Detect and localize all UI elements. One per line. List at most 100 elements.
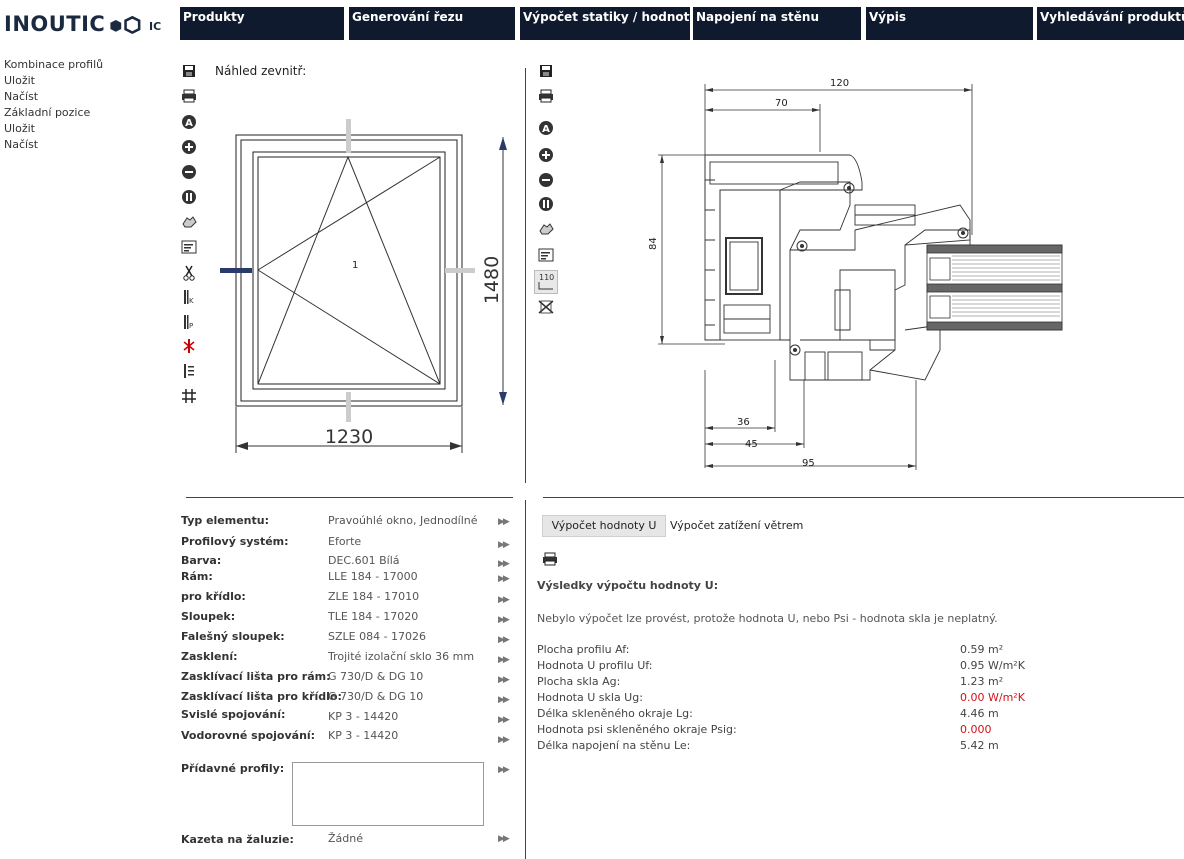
results-message: Nebylo výpočet lze provést, protože hodn… (537, 612, 998, 625)
section-text-edit-icon[interactable] (537, 246, 555, 264)
shutter-label: Kazeta na žaluzie: (181, 833, 294, 846)
result-value-ug: 0.00 W/m²K (960, 691, 1025, 704)
result-label-le: Délka napojení na stěnu Le: (537, 739, 691, 752)
prop-value-ram: LLE 184 - 17000 (328, 570, 418, 583)
svg-text:P: P (189, 322, 193, 330)
section-save-icon[interactable] (537, 62, 555, 80)
nav-vyhledavani-produktu[interactable]: Vyhledávání produktů (1037, 7, 1184, 40)
results-separator (543, 497, 1184, 498)
nav-generovani-rezu[interactable]: Generování řezu (349, 7, 515, 40)
dim-bottom-3: 95 (802, 458, 815, 469)
result-label-af: Plocha profilu Af: (537, 643, 630, 656)
zoom-in-icon[interactable] (180, 138, 198, 156)
prop-value-vodorovne-spojovani: KP 3 - 14420 (328, 729, 399, 742)
prop-value-system: Eforte (328, 535, 362, 548)
profile-section-drawing[interactable]: 120 70 84 36 45 95 (640, 70, 1070, 480)
nav-vypocet-statiky[interactable]: Výpočet statiky / hodnoty U (520, 7, 711, 40)
section-zoom-fit-icon[interactable] (537, 195, 555, 213)
prop-expand-zaskleni-icon[interactable]: ▶▶ (498, 655, 510, 665)
sidebar-item-nacist-1[interactable]: Načíst (4, 90, 39, 103)
prop-value-lista-kridlo: G 730/D & DG 10 (328, 690, 424, 703)
sidebar-item-ulozit-2[interactable]: Uložit (4, 122, 35, 135)
hinge-top-marker (346, 119, 351, 153)
panel-separator-lower (525, 500, 526, 859)
prop-expand-barva-icon[interactable]: ▶▶ (498, 559, 510, 569)
prop-value-zaskleni: Trojité izolační sklo 36 mm (328, 650, 475, 663)
brand-logo-mark-icon: IC (110, 15, 161, 35)
sidebar-item-ulozit-1[interactable]: Uložit (4, 74, 35, 87)
grid-icon[interactable] (180, 387, 198, 405)
cut-icon[interactable] (180, 264, 198, 282)
tab-wind-load[interactable]: Výpočet zatížení větrem (670, 519, 804, 532)
svg-text:A: A (542, 124, 550, 135)
section-zoom-out-icon[interactable] (537, 171, 555, 189)
results-print-icon[interactable] (541, 550, 559, 568)
profile-p-icon[interactable]: P (180, 313, 198, 331)
section-pan-hand-icon[interactable] (537, 220, 555, 238)
prop-expand-ram-icon[interactable]: ▶▶ (498, 574, 510, 584)
nav-napojeni-na-stenu[interactable]: Napojení na stěnu (693, 7, 861, 40)
prop-value-typ: Pravoúhlé okno, Jednodílné (328, 514, 478, 527)
prop-label-zaskleni: Zasklení: (181, 650, 238, 663)
label-a-icon[interactable]: A (180, 113, 198, 131)
prop-expand-lista-kridlo-icon[interactable]: ▶▶ (498, 695, 510, 705)
prop-label-kridlo: pro křídlo: (181, 590, 246, 603)
dim-top-total: 120 (830, 78, 849, 89)
tab-u-value[interactable]: Výpočet hodnoty U (542, 515, 666, 537)
extra-profiles-list[interactable] (292, 762, 484, 826)
zoom-fit-icon[interactable] (180, 188, 198, 206)
shutter-value: Žádné (328, 832, 363, 845)
handle-left-marker (220, 268, 252, 273)
section-print-icon[interactable] (537, 87, 555, 105)
result-value-af: 0.59 m² (960, 643, 1004, 656)
prop-label-ram: Rám: (181, 570, 213, 583)
window-preview[interactable]: 1 1480 1230 (215, 115, 515, 460)
prop-label-barva: Barva: (181, 554, 222, 567)
prop-label-typ: Typ elementu: (181, 514, 270, 527)
extra-profiles-label: Přídavné profily: (181, 762, 285, 775)
preview-label: Náhled zevnitř: (215, 64, 307, 78)
extra-profiles-expand-icon[interactable]: ▶▶ (498, 765, 510, 775)
prop-expand-sloupek-icon[interactable]: ▶▶ (498, 615, 510, 625)
height-dimension: 1480 (481, 256, 503, 304)
sidebar-item-nacist-2[interactable]: Načíst (4, 138, 39, 151)
result-label-lg: Délka skleněného okraje Lg: (537, 707, 693, 720)
prop-label-lista-ram: Zasklívací lišta pro rám: (181, 670, 331, 683)
prop-expand-system-icon[interactable]: ▶▶ (498, 540, 510, 550)
print-icon[interactable] (180, 87, 198, 105)
shutter-expand-icon[interactable]: ▶▶ (498, 834, 510, 844)
section-zoom-in-icon[interactable] (537, 146, 555, 164)
nav-produkty[interactable]: Produkty (180, 7, 344, 40)
dim-left-height: 84 (648, 237, 659, 250)
save-icon[interactable] (180, 62, 198, 80)
text-edit-icon[interactable] (180, 238, 198, 256)
section-measure-icon[interactable]: 110 (534, 270, 558, 294)
profile-k-icon[interactable]: K (180, 288, 198, 306)
prop-expand-falesny-sloupek-icon[interactable]: ▶▶ (498, 635, 510, 645)
zoom-out-icon[interactable] (180, 163, 198, 181)
prop-expand-kridlo-icon[interactable]: ▶▶ (498, 595, 510, 605)
prop-label-falesny-sloupek: Falešný sloupek: (181, 630, 285, 643)
section-label-a-icon[interactable]: A (537, 119, 555, 137)
prop-value-lista-ram: G 730/D & DG 10 (328, 670, 424, 683)
results-title: Výsledky výpočtu hodnoty U: (537, 579, 719, 592)
result-value-uf: 0.95 W/m²K (960, 659, 1025, 672)
result-value-lg: 4.46 m (960, 707, 999, 720)
svg-text:A: A (185, 118, 193, 129)
section-measure-badge: 110 (539, 273, 555, 282)
prop-expand-vodorovne-spojovani-icon[interactable]: ▶▶ (498, 735, 510, 745)
nav-vypis[interactable]: Výpis (866, 7, 1033, 40)
dim-bottom-1: 36 (737, 417, 750, 428)
prop-expand-lista-ram-icon[interactable]: ▶▶ (498, 675, 510, 685)
prop-label-system: Profilový systém: (181, 535, 289, 548)
prop-label-vodorovne-spojovani: Vodorovné spojování: (181, 729, 316, 742)
panel-separator-upper (525, 68, 526, 483)
list-icon[interactable] (180, 362, 198, 380)
section-delete-icon[interactable] (537, 298, 555, 316)
prop-expand-typ-icon[interactable]: ▶▶ (498, 517, 510, 527)
delete-mullion-icon[interactable] (180, 337, 198, 355)
pan-hand-icon[interactable] (180, 213, 198, 231)
prop-expand-svisle-spojovani-icon[interactable]: ▶▶ (498, 715, 510, 725)
prop-value-kridlo: ZLE 184 - 17010 (328, 590, 420, 603)
result-label-uf: Hodnota U profilu Uf: (537, 659, 653, 672)
